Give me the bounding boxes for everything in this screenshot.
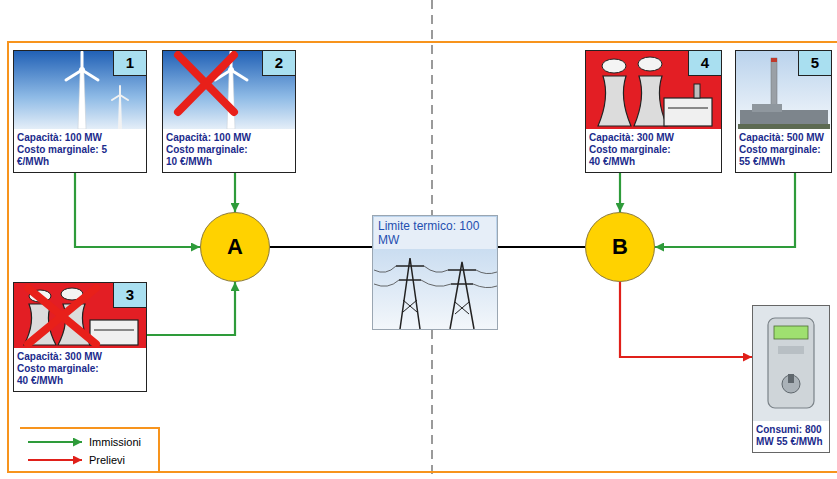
illustration-part <box>788 374 794 383</box>
legend-sample <box>26 454 86 466</box>
legend-label: Immissioni <box>89 436 141 448</box>
power-line-picture <box>372 215 498 330</box>
transmission-link <box>498 246 585 248</box>
callout-number: 2 <box>262 51 295 76</box>
wind-turbine-picture <box>13 50 147 129</box>
zone-node: A <box>200 212 270 282</box>
generator-box: 4Capacità: 300 MW Costo marginale: 40 €/… <box>585 50 722 173</box>
legend-item: Immissioni <box>26 433 158 451</box>
illustration-part <box>774 326 808 339</box>
illustration-part <box>638 57 662 71</box>
illustration-part <box>78 72 86 129</box>
illustration-part <box>668 108 708 109</box>
illustration-part <box>768 318 814 408</box>
consumer-caption: Consumi: 800 MW 55 €/MWh <box>753 421 829 452</box>
injection-arrow <box>619 173 621 212</box>
consumer-box: Consumi: 800 MW 55 €/MWh <box>752 305 830 453</box>
legend-sample <box>26 436 86 448</box>
zone-label: A <box>227 234 243 260</box>
injection-arrow <box>147 282 235 335</box>
generator-caption: Capacità: 100 MW Costo marginale: 10 €/M… <box>163 129 295 172</box>
legend-arrow <box>28 459 82 461</box>
zone-label: B <box>612 234 628 260</box>
thermal-plant-picture <box>585 50 722 129</box>
illustration-part <box>450 262 474 329</box>
legend-arrow <box>28 441 82 443</box>
line-limit-label: Limite termico: 100 MW <box>374 217 496 249</box>
legend-label: Prelievi <box>89 454 125 466</box>
legend-item: Prelievi <box>26 451 158 469</box>
generator-box: 2Capacità: 100 MW Costo marginale: 10 €/… <box>162 50 296 173</box>
callout-number: 5 <box>798 51 831 76</box>
illustration-part <box>448 269 476 271</box>
illustration-part <box>740 110 828 126</box>
illustration-part <box>400 258 420 329</box>
legend-box: ImmissioniPrelievi <box>20 427 160 471</box>
illustration-part <box>13 282 147 348</box>
unavailable-cross <box>28 288 96 344</box>
market-frame <box>8 42 837 472</box>
illustration-part <box>771 58 777 62</box>
illustration-part <box>162 50 296 129</box>
callout-number: 3 <box>113 283 146 308</box>
illustration-part <box>118 96 122 129</box>
chimney-plant-picture <box>735 50 832 129</box>
generator-caption: Capacità: 100 MW Costo marginale: 5 €/MW… <box>14 129 146 172</box>
injection-arrow <box>75 173 200 247</box>
illustration-part <box>602 59 626 73</box>
illustration-part <box>752 104 782 112</box>
thermal-plant-picture <box>13 282 147 348</box>
illustration-part <box>399 279 421 281</box>
wind-turbine-picture <box>162 50 296 129</box>
illustration-part <box>455 302 469 314</box>
unavailable-cross <box>178 55 234 112</box>
illustration-part <box>585 50 722 129</box>
illustration-part <box>598 76 631 126</box>
generator-box: 3Capacità: 300 MW Costo marginale: 40 €/… <box>13 282 147 392</box>
illustration-part <box>735 50 832 129</box>
callout-number: 4 <box>688 51 721 76</box>
illustration-part <box>13 50 147 129</box>
unavailable-cross <box>178 55 234 112</box>
illustration-part <box>120 95 128 100</box>
illustration-part <box>396 265 424 267</box>
illustration-part <box>664 98 712 126</box>
electricity-meter-picture <box>752 305 830 421</box>
injection-arrow <box>655 173 795 247</box>
illustration-part <box>228 67 234 73</box>
illustration-part <box>112 95 120 100</box>
illustration-part <box>372 215 498 330</box>
callout-number: 1 <box>113 51 146 76</box>
illustration-part <box>94 330 134 331</box>
illustration-part <box>403 300 417 312</box>
generator-caption: Capacità: 300 MW Costo marginale: 40 €/M… <box>14 348 146 391</box>
transmission-link <box>270 246 372 248</box>
withdrawal-arrow <box>620 282 752 357</box>
illustration-part <box>79 67 85 73</box>
generator-box: 1Capacità: 100 MW Costo marginale: 5 €/M… <box>13 50 147 173</box>
illustration-part <box>634 76 667 126</box>
illustration-part <box>403 300 417 312</box>
illustration-part <box>782 375 800 393</box>
generator-caption: Capacità: 500 MW Costo marginale: 55 €/M… <box>736 129 831 172</box>
illustration-part <box>694 84 700 98</box>
unavailable-cross <box>28 288 96 344</box>
illustration-part <box>374 266 497 274</box>
generator-box: 5Capacità: 500 MW Costo marginale: 55 €/… <box>735 50 832 173</box>
injection-arrow <box>234 173 236 212</box>
connector-group <box>75 173 795 357</box>
zone-node: B <box>585 212 655 282</box>
generator-caption: Capacità: 300 MW Costo marginale: 40 €/M… <box>586 129 721 172</box>
illustration-part <box>752 305 830 421</box>
illustration-part <box>778 346 804 354</box>
transmission-line-box: Limite termico: 100 MW <box>372 215 498 330</box>
illustration-part <box>374 280 497 288</box>
illustration-part <box>451 283 473 285</box>
illustration-part <box>455 302 469 314</box>
illustration-part <box>119 86 121 95</box>
